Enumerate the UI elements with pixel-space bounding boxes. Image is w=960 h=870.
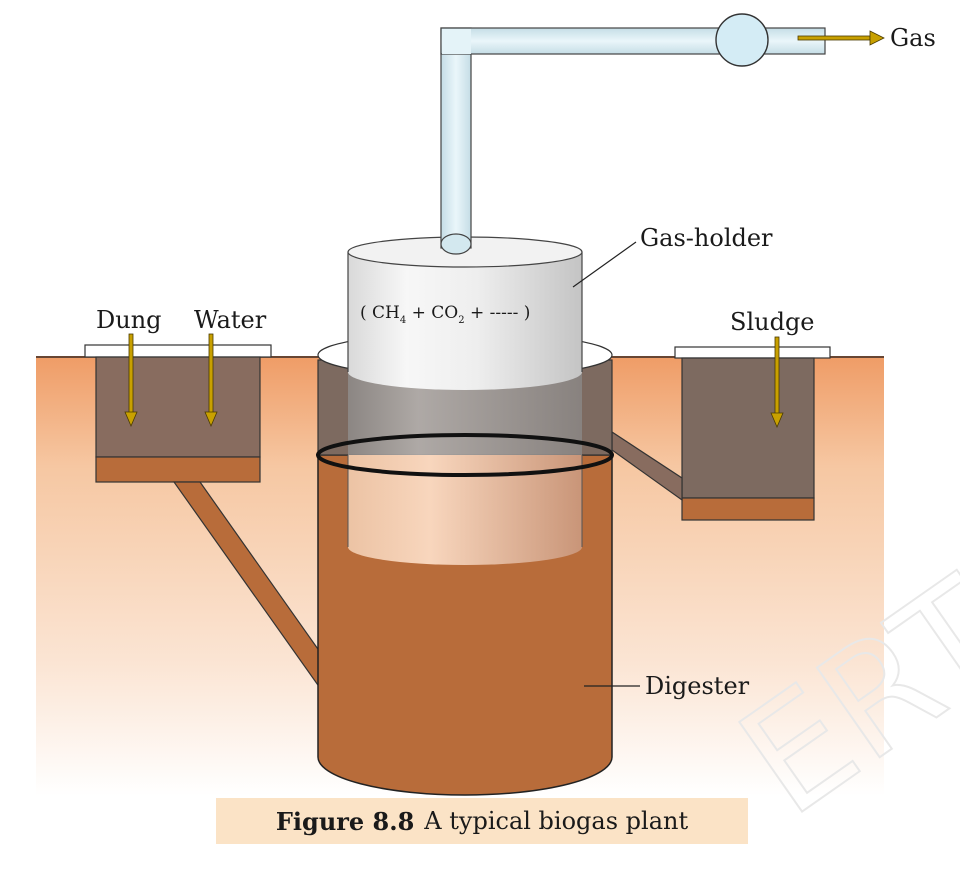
sludge-arrow xyxy=(770,336,784,429)
water-arrow xyxy=(204,333,218,428)
dung-label: Dung xyxy=(96,306,162,334)
digester-label: Digester xyxy=(645,672,750,700)
outlet-tank xyxy=(681,357,815,499)
outlet-tank-slurry xyxy=(681,497,815,521)
gas-label: Gas xyxy=(890,24,936,52)
gas-pipe-end xyxy=(440,233,472,255)
gas-valve xyxy=(715,13,769,67)
inlet-tank-lid xyxy=(84,344,272,358)
gas-holder-leader xyxy=(572,241,637,288)
sludge-label: Sludge xyxy=(730,308,815,336)
gas-holder-bottom xyxy=(348,529,582,565)
inlet-tank-slurry xyxy=(95,456,261,483)
water-label: Water xyxy=(194,306,267,334)
figure-caption: Figure 8.8 A typical biogas plant xyxy=(216,798,748,844)
gas-formula: ( CH4 + CO2 + ----- ) xyxy=(360,303,530,326)
gas-holder-base-curve xyxy=(348,354,582,390)
gas-holder-body xyxy=(348,252,582,372)
outlet-tank-lid xyxy=(674,346,831,359)
slurry-ring xyxy=(316,433,614,477)
figure-caption-text: A typical biogas plant xyxy=(424,807,689,835)
gas-pipe-vertical xyxy=(440,27,472,249)
figure-number: Figure 8.8 xyxy=(275,806,415,836)
gas-arrow xyxy=(797,30,885,46)
gas-holder-label: Gas-holder xyxy=(640,224,773,252)
dung-arrow xyxy=(124,333,138,428)
inlet-tank xyxy=(95,356,261,458)
